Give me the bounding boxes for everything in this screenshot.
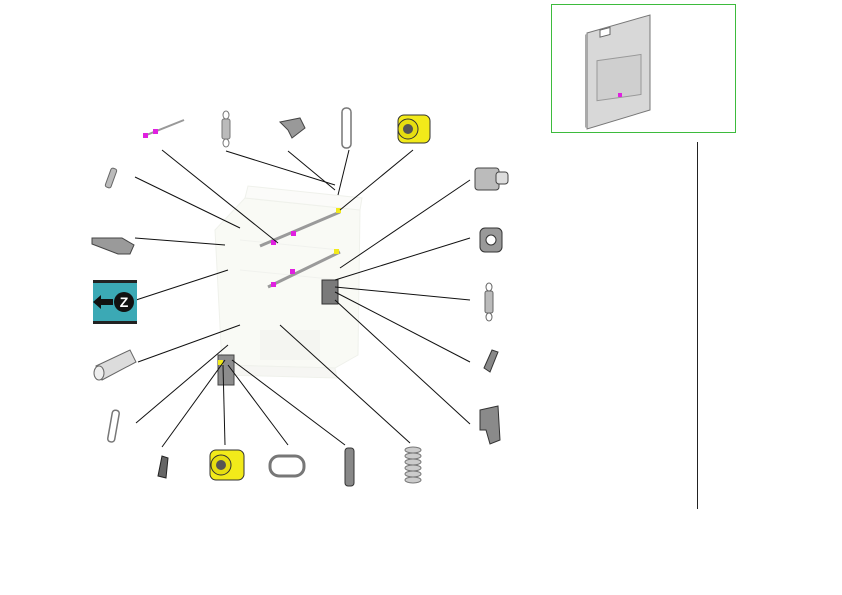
clamp-bracket-part <box>479 227 503 253</box>
latch-lever-part <box>278 117 306 139</box>
extension-spring-part <box>221 110 231 148</box>
compression-spring-part <box>404 446 422 484</box>
hook-pin-part <box>157 455 169 479</box>
roller-cylinder-part <box>93 349 137 381</box>
long-link-part <box>341 107 352 149</box>
locator-thumbnail <box>551 4 736 133</box>
left-arrow-shaft-icon <box>97 299 113 305</box>
bar-link-part <box>344 447 355 487</box>
page-divider-line <box>697 142 698 509</box>
zoom-out-button[interactable]: Z <box>93 280 137 324</box>
slide-rail-part <box>91 237 135 255</box>
u-bracket-part <box>479 405 501 445</box>
ring-part <box>268 454 306 478</box>
locator-panel-image <box>585 14 651 130</box>
zoom-out-button-face[interactable]: Z <box>93 283 137 321</box>
slotted-plate-part <box>483 349 499 373</box>
yellow-gear-housing-bottom-part <box>209 449 245 481</box>
tension-spring-part <box>484 282 494 322</box>
upper-shaft <box>259 208 341 248</box>
cam-block-part <box>474 167 509 191</box>
small-spring-part <box>104 167 118 189</box>
lower-shaft <box>267 249 341 289</box>
zoom-button-label: Z <box>114 292 134 312</box>
side-bracket-assembly <box>217 279 339 386</box>
leader-lines <box>134 149 471 448</box>
main-frame-assembly <box>214 185 363 379</box>
pin-rod-part <box>143 119 185 138</box>
wire-link-part <box>106 409 120 443</box>
yellow-gear-housing-part <box>397 114 431 144</box>
